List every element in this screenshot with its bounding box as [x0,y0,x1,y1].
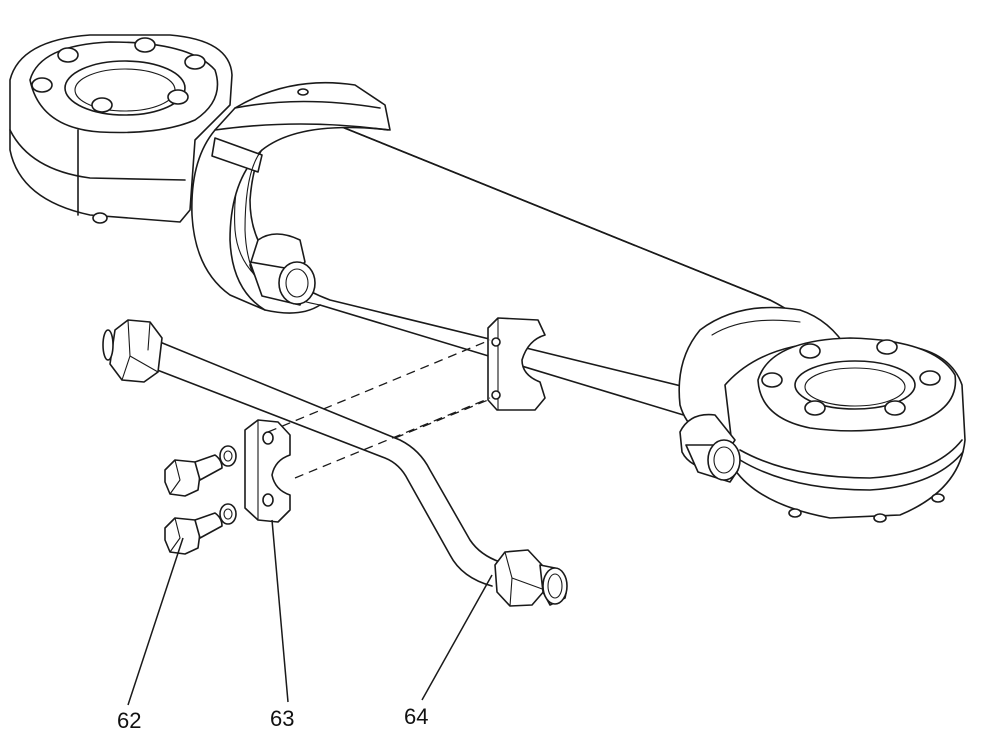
left-head-bolts [31,37,206,113]
callout-64: 64 [404,704,428,729]
leader-lines [127,519,493,706]
left-eye-head [9,34,233,224]
callout-63: 63 [270,706,294,731]
assembly-guide-lines [267,339,491,479]
right-eye-head [724,337,966,523]
left-port-fitting [249,233,316,306]
right-head-bolts [761,339,941,416]
callout-62: 62 [117,708,141,733]
gland-collar [191,81,391,314]
bolt-lower [164,503,237,555]
tube-nut-left [102,319,163,383]
bolt-upper [164,445,237,497]
right-port-fitting [679,413,741,483]
tube-clamp-63 [244,419,291,523]
hydraulic-tube-64 [102,319,568,607]
tube-nut-right [494,549,568,607]
tube-clamp-upper-half [487,317,546,411]
